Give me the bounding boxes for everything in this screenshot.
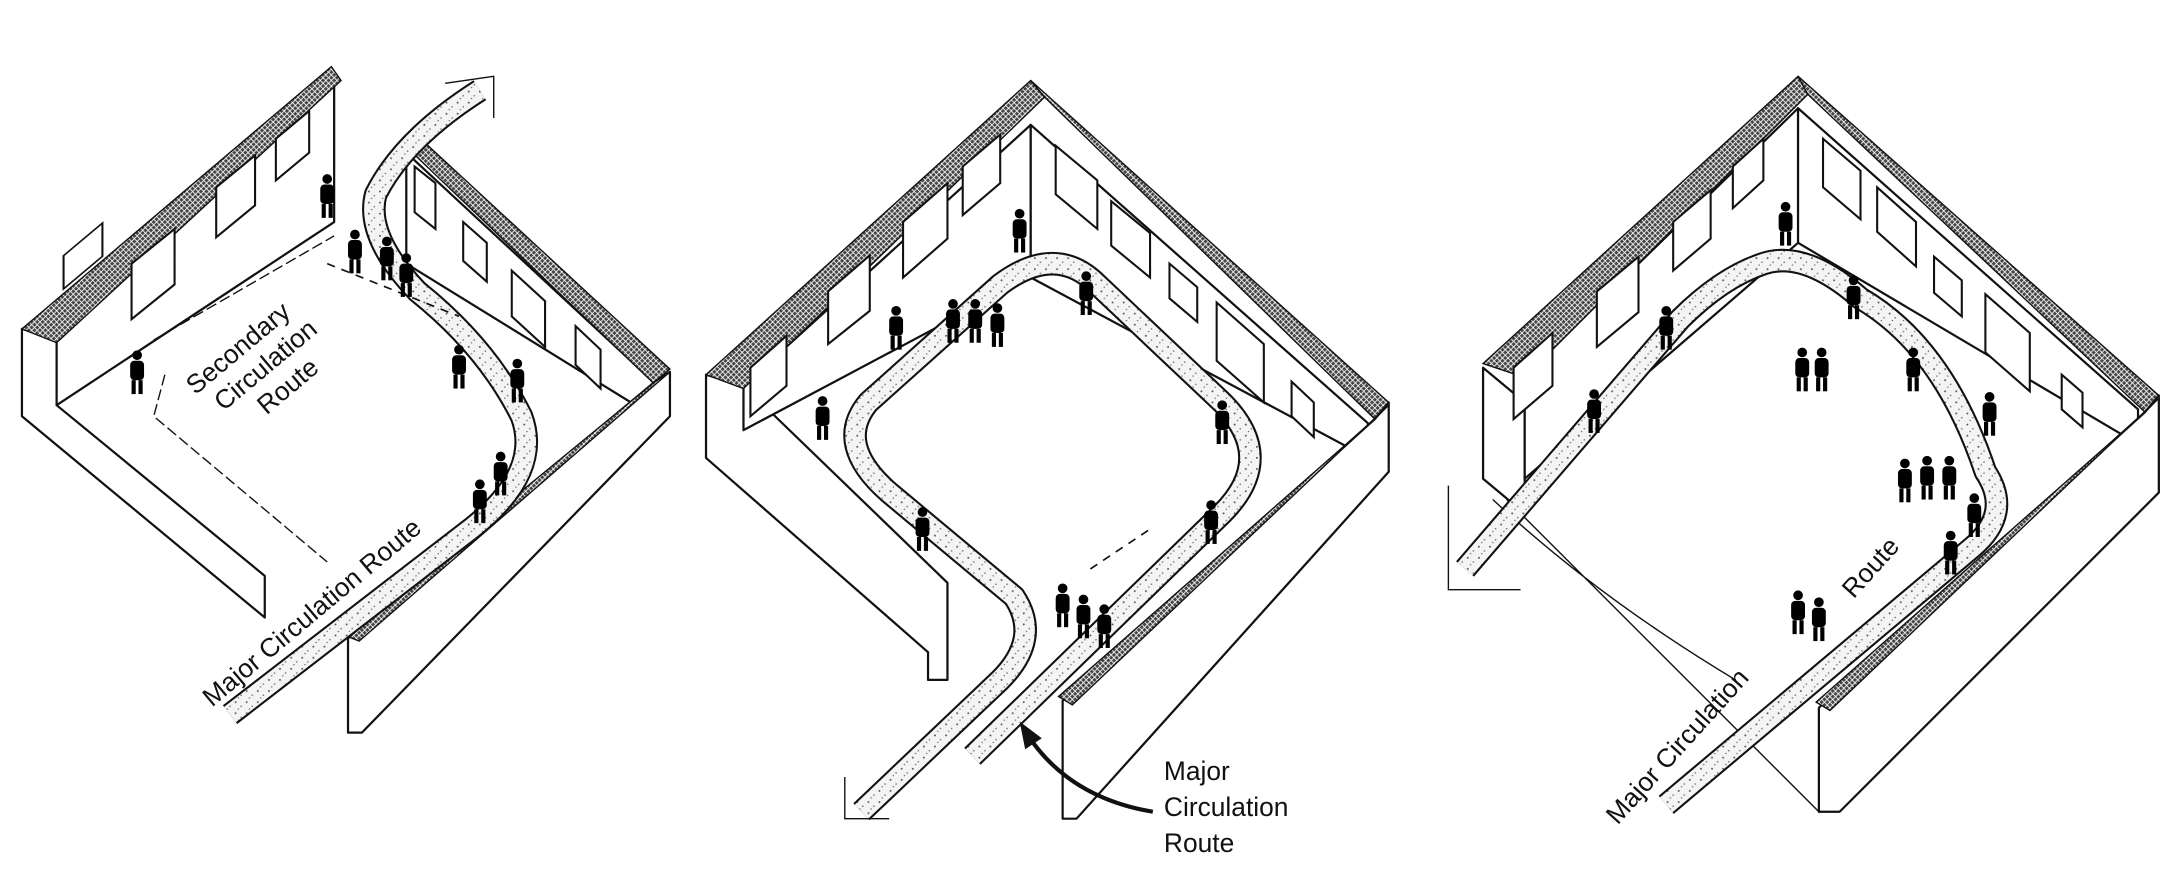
visitor: [1076, 594, 1091, 639]
secondary-route-squares: [152, 235, 335, 563]
artwork: [510, 268, 547, 350]
gallery-center-panel: Major Circulation Route: [704, 79, 1390, 858]
gallery-left-panel: Secondary Circulation Route Major Circul…: [20, 65, 672, 734]
artwork: [130, 226, 176, 322]
visitor: [990, 303, 1005, 347]
visitor: [1942, 455, 1957, 500]
artwork: [1876, 185, 1918, 269]
gallery-right-panel: Major Circulation Route: [1447, 75, 2160, 830]
artwork: [1290, 379, 1315, 440]
artwork: [1110, 198, 1152, 280]
major-route-label-part2: Route: [1836, 531, 1905, 603]
visitor: [348, 229, 362, 274]
artwork: [413, 164, 437, 232]
artwork: [1933, 254, 1963, 319]
artwork: [1215, 300, 1265, 405]
artwork: [462, 219, 488, 284]
left-wall-exterior: [704, 373, 949, 682]
artwork: [215, 153, 257, 240]
visitor: [130, 350, 145, 395]
pointer-arrow-icon: [1026, 734, 1154, 814]
artwork: [1595, 254, 1640, 350]
artwork: [1168, 261, 1199, 325]
artwork: [1054, 143, 1099, 232]
front-right-wall-cap: [1814, 397, 2160, 712]
visitor: [1791, 590, 1805, 635]
artwork: [749, 333, 788, 419]
artwork: [274, 108, 311, 183]
exit-arrow-icon: [445, 75, 495, 118]
exit-arrow-icon: [1447, 485, 1521, 591]
visitor: [1055, 583, 1070, 628]
artwork: [961, 132, 1002, 218]
artwork: [574, 323, 602, 391]
artwork: [1512, 330, 1554, 422]
visitor: [1920, 455, 1935, 500]
visitor: [1795, 347, 1810, 392]
artwork: [2060, 372, 2084, 430]
visitor: [1897, 458, 1912, 503]
left-wall-cap: [20, 65, 343, 344]
artwork: [62, 221, 104, 291]
exit-arrow-icon: [844, 777, 890, 820]
major-route-label-line3: Route: [1164, 828, 1234, 858]
visitor: [1982, 391, 1997, 436]
visitor: [1811, 597, 1826, 642]
artwork: [1672, 187, 1712, 273]
artwork: [827, 253, 871, 347]
artwork: [1731, 136, 1765, 211]
visitor: [1814, 347, 1829, 392]
major-route-label-line2: Circulation: [1164, 792, 1289, 822]
major-route-label-line1: Major: [1164, 756, 1230, 786]
artwork: [1984, 291, 2031, 394]
right-wall-inner-face: [405, 151, 655, 418]
artwork: [1821, 136, 1862, 222]
artwork: [902, 180, 949, 280]
visitor: [815, 396, 830, 440]
front-right-wall-cap: [1057, 404, 1390, 706]
